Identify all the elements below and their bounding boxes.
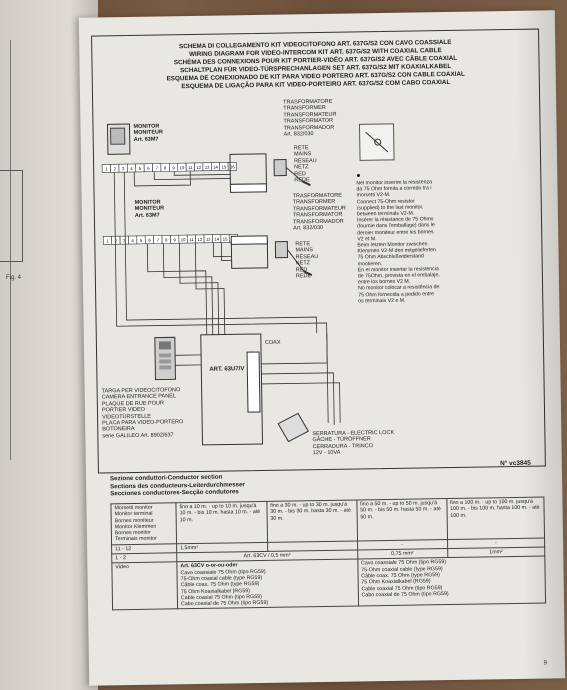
resistor-illustration	[358, 123, 395, 161]
note-de: Beim letzten Monitor zwischen Klemmen V2…	[357, 241, 436, 268]
terminal-number: 9	[173, 237, 176, 242]
door-unit-drawing	[200, 333, 264, 446]
monitor-1-drawing	[106, 123, 131, 155]
resistor-note: Nel monitor inserire la resistenza da 75…	[356, 179, 440, 304]
terminal-number: 4	[131, 238, 134, 243]
cable-path	[178, 243, 220, 335]
conductor-table: Morsetti monitor Monitor terminal Bornes…	[110, 497, 546, 611]
entrance-panel-label: TARGA PER VIDEOCITOFONO CAMERA ENTRANCE …	[101, 387, 184, 440]
left-page-frame-line	[0, 40, 11, 460]
terminal-number: 14	[214, 237, 219, 242]
table-cell-range-50: fino a 50 m. - up to 50 m. jusqu'à 50 m.…	[356, 498, 448, 541]
cable-path	[173, 171, 231, 176]
terminal-number: 8	[165, 237, 168, 242]
cable-path	[261, 372, 335, 425]
terminal-number: 12	[198, 237, 203, 242]
mains-1-label: RETE MAINS RÉSEAU NETZ RED REDE	[293, 145, 317, 184]
terminal-number: 10	[181, 237, 186, 242]
terminal-number: 11	[189, 237, 194, 242]
terminal-number: 5	[139, 166, 142, 171]
unit-label: ART. 63U7/V	[209, 366, 245, 373]
left-page-figure-box	[0, 170, 23, 262]
transformer-1-label: TRASFORMATORE TRANSFORMER TRANSFORMATEUR…	[283, 98, 337, 138]
electric-lock-label: SERRATURA - ELECTRIC LOCK GÂCHE - TÜRÖFF…	[312, 429, 395, 457]
manual-page: SCHEMA DI COLLEGAMENTO KIT VIDEOCITOFONO…	[78, 10, 566, 686]
cable-path	[261, 332, 328, 365]
transformer-2-drawing	[230, 235, 313, 277]
terminal-number: 13	[206, 237, 211, 242]
terminal-number: 15	[222, 164, 227, 169]
terminal-number: 11	[188, 165, 193, 170]
terminal-number: 16	[230, 164, 235, 169]
note-it: Nel monitor inserire la resistenza da 75…	[356, 179, 433, 199]
cable-path	[220, 242, 232, 261]
terminal-number: 8	[164, 165, 167, 170]
monitor-2-label: MONITOR MONITEUR Art. 63M7	[134, 199, 165, 219]
terminal-number: 12	[196, 165, 201, 170]
terminal-number: 9	[172, 165, 175, 170]
note-fr: Insérer la résistance de 75 Ohms (fourni…	[356, 216, 435, 243]
coax-label: COAX	[264, 339, 281, 346]
terminal-number: 2	[114, 166, 117, 171]
table-cell-video-long: Cavo coassiale 75 Ohm (tipo RG59) 75-Ohm…	[357, 556, 546, 607]
terminal-number: 6	[147, 166, 150, 171]
terminal-number: 3	[122, 166, 125, 171]
cable-path	[212, 242, 232, 258]
terminal-number: 7	[156, 166, 159, 171]
table-header-row: Morsetti monitor Monitor terminal Bornes…	[110, 497, 545, 545]
table-cell-range-10: fino a 10 m. - up to 10 m. jusqu'à 10 m.…	[175, 501, 268, 544]
entrance-panel-drawing	[154, 336, 176, 381]
terminal-number: 5	[140, 238, 143, 243]
left-page-fig-label: Fig. 4	[6, 275, 22, 281]
terminal-number: 15	[223, 236, 228, 241]
cable-path	[146, 243, 208, 335]
conductor-section-titles: Sezione conduttori-Conductor section Sec…	[109, 473, 245, 498]
note-pt: No monitor colocar a resistência de 75 O…	[358, 284, 440, 305]
terminal-number: 13	[205, 165, 210, 170]
terminal-number: 14	[213, 165, 218, 170]
terminal-number: 1	[105, 166, 108, 171]
table-cell-range-30: fino a 30 m. - up to 30 m. jusqu'à 30 m.…	[266, 499, 358, 543]
terminal-number: 7	[157, 238, 160, 243]
cable-path	[261, 382, 341, 423]
transformer-1-drawing	[229, 153, 311, 193]
table-row: Video Art. 63CV o-or-ou-oder Cavo coassi…	[111, 556, 546, 611]
terminal-number: 2	[115, 238, 118, 243]
cable-bundles	[113, 171, 341, 425]
monitor-1-label: MONITOR MONITEUR Art. 63M7	[133, 123, 163, 143]
terminal-number: 6	[148, 238, 151, 243]
note-bullet: ●	[356, 172, 361, 180]
note-en: Connect 75-Ohm resistor (supplied) to th…	[356, 198, 424, 218]
cable-path	[194, 242, 226, 335]
table-cell-video-short: Art. 63CV o-or-ou-oder Cavo coassiale 75…	[176, 559, 359, 610]
mains-2-label: RETE MAINS RÉSEAU NETZ RED REDE	[295, 241, 319, 280]
cable-path	[123, 172, 318, 334]
table-cell-label: Video	[111, 562, 178, 611]
terminal-number: 3	[123, 238, 126, 243]
electric-lock-drawing	[277, 412, 309, 443]
cable-path	[153, 171, 231, 181]
wiring-diagram-frame: SCHEMA DI COLLEGAMENTO KIT VIDEOCITOFONO…	[91, 28, 546, 474]
note-es: En el monitor insertar la resistencia de…	[357, 265, 440, 286]
terminal-number: 10	[180, 165, 185, 170]
cable-path	[162, 243, 214, 335]
cable-path	[133, 171, 191, 187]
table-cell-header-label: Morsetti monitor Monitor terminal Bornes…	[110, 502, 177, 545]
transformer-2-label: TRASFORMATORE TRANSFORMER TRANSFORMATEUR…	[292, 192, 346, 232]
terminal-number: 4	[130, 166, 133, 171]
terminal-number: 1	[106, 238, 109, 243]
